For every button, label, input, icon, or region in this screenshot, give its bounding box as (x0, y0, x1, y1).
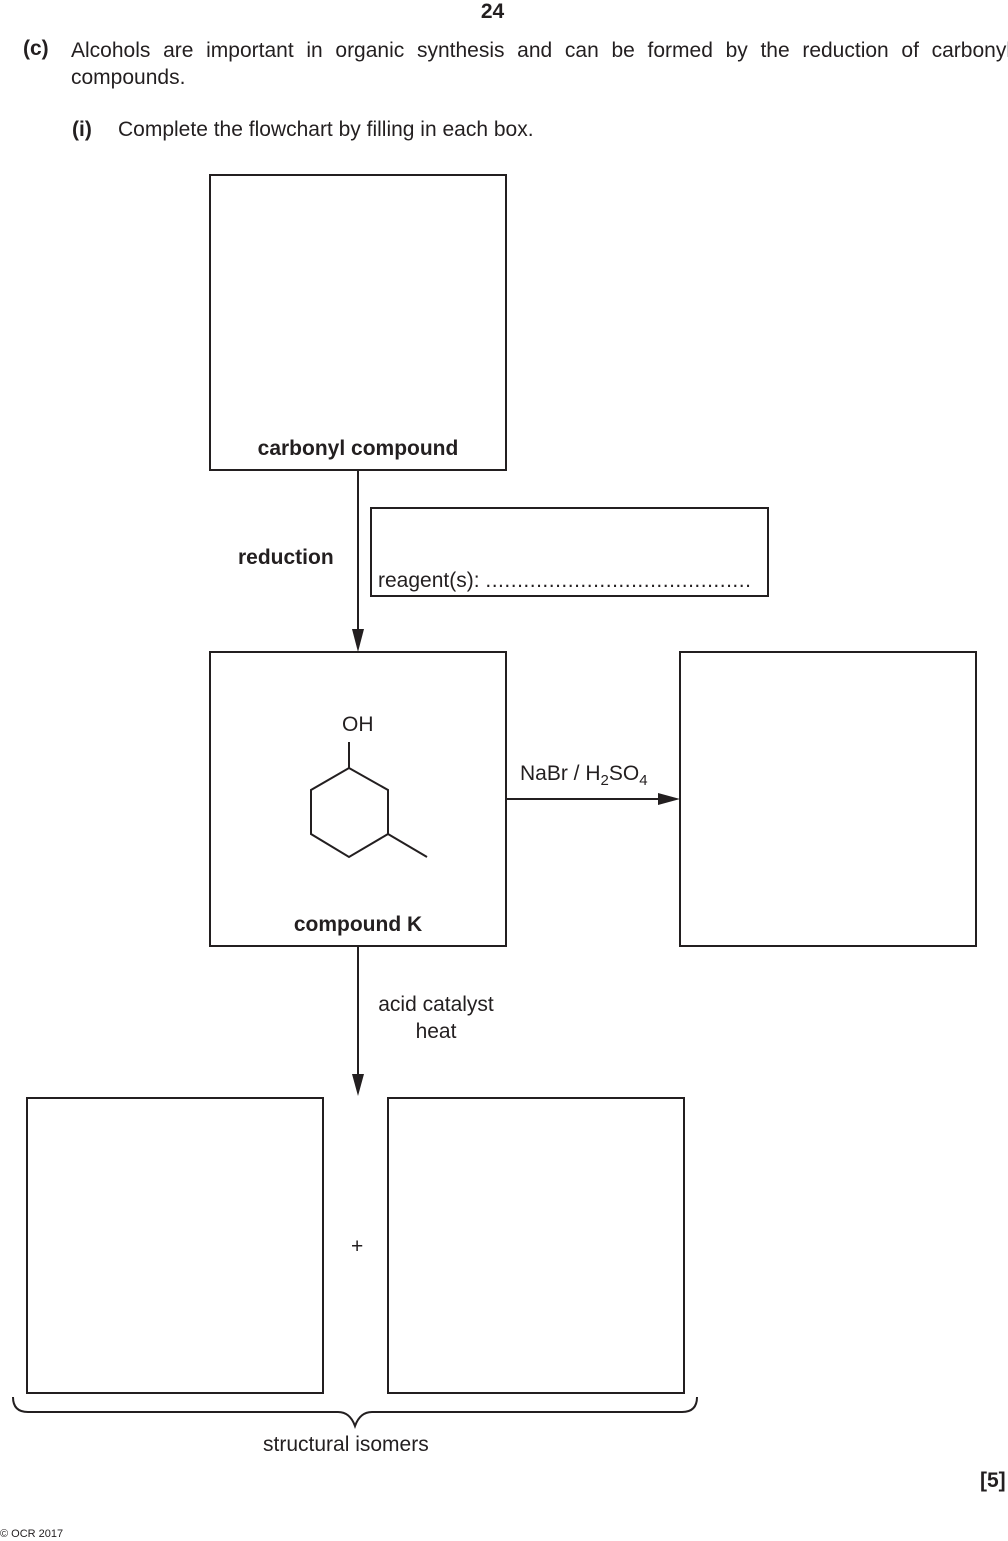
reduction-label: reduction (238, 546, 334, 569)
substitution-arrowhead (658, 793, 680, 805)
page-number: 24 (480, 0, 505, 23)
carbonyl-compound-answer-box[interactable]: carbonyl compound (209, 174, 507, 471)
subscript-4: 4 (639, 772, 648, 790)
acid-catalyst-label: acid catalyst (378, 993, 494, 1016)
subpart-instruction: Complete the flowchart by filling in eac… (118, 118, 534, 141)
oh-label: OH (342, 713, 374, 736)
reagent-prefix: NaBr / H (520, 762, 601, 785)
subpart-label: (i) (72, 118, 92, 141)
isomer-answer-box-2[interactable] (387, 1097, 685, 1394)
compound-k-caption: compound K (293, 913, 423, 936)
dehydration-arrowhead (352, 1074, 364, 1096)
reagent-answer-box[interactable] (370, 507, 769, 597)
reagent-label: reagent(s): (378, 569, 480, 592)
question-intro: Alcohols are important in organic synthe… (71, 39, 1008, 89)
reagent-line: reagent(s): ............................… (378, 569, 751, 593)
reagent-answer-dots[interactable]: ........................................… (485, 569, 752, 592)
reduction-arrowhead (352, 629, 364, 652)
acid-catalyst-conditions: acid catalyst heat (366, 991, 506, 1045)
part-label: (c) (23, 37, 49, 60)
compound-k-structure (310, 742, 428, 859)
heat-label: heat (415, 1020, 457, 1043)
carbonyl-compound-caption: carbonyl compound (257, 437, 459, 460)
structural-isomers-label: structural isomers (263, 1433, 429, 1456)
isomer-answer-box-1[interactable] (26, 1097, 324, 1394)
plus-sign: + (351, 1235, 364, 1258)
nabr-h2so4-label: NaBr / H2SO4 (520, 762, 648, 789)
copyright-notice: © OCR 2017 (0, 1528, 64, 1540)
subscript-2: 2 (600, 772, 609, 790)
reagent-middle: SO (608, 762, 640, 785)
marks-indicator: [5] (980, 1469, 1006, 1492)
structural-isomers-brace (12, 1396, 698, 1429)
